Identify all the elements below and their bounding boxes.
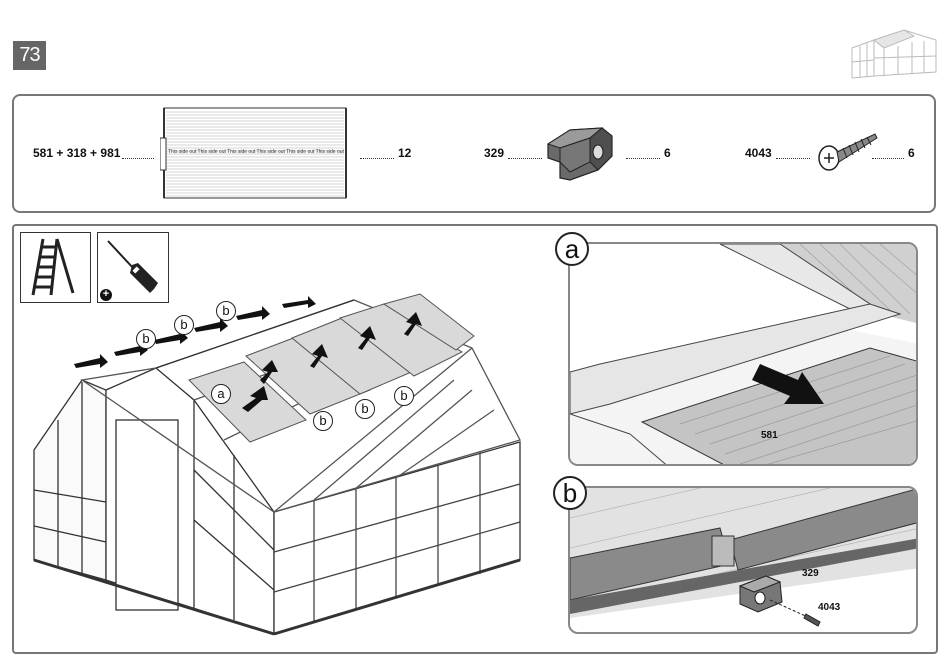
panel-text: This side out [198, 149, 226, 155]
detail-a-illustration [570, 244, 918, 466]
detail-b-panel: 329 4043 [568, 486, 918, 634]
panel-text: This side out [286, 149, 314, 155]
screw-image [815, 128, 885, 178]
leader-dots [872, 158, 904, 159]
panel-text: This side out [316, 149, 344, 155]
greenhouse-illustration [24, 290, 549, 640]
part-code: 329 [484, 146, 504, 160]
panel-text: This side out [227, 149, 255, 155]
parts-list-panel [12, 94, 936, 213]
callout-b: b [394, 386, 414, 406]
leader-dots [360, 158, 394, 159]
callout-a: a [211, 384, 231, 404]
part-quantity: 12 [398, 146, 411, 160]
detail-a-panel: 581 [568, 242, 918, 466]
part-quantity: 6 [908, 146, 915, 160]
leader-dots [626, 158, 660, 159]
connector-part-image [540, 122, 620, 188]
detail-b-connector-label: 329 [802, 568, 819, 579]
leader-dots [122, 158, 154, 159]
detail-a-marker: a [555, 232, 589, 266]
callout-b: b [313, 411, 333, 431]
panel-text: This side out [257, 149, 285, 155]
detail-b-marker: b [553, 476, 587, 510]
detail-b-illustration [570, 488, 918, 634]
leader-dots [776, 158, 810, 159]
detail-b-screw-label: 4043 [818, 602, 840, 613]
leader-dots [508, 158, 542, 159]
callout-b: b [136, 329, 156, 349]
callout-b: b [174, 315, 194, 335]
callout-b: b [216, 301, 236, 321]
greenhouse-thumbnail [848, 26, 940, 82]
part-code: 581 + 318 + 981 [33, 146, 120, 160]
detail-a-part-label: 581 [761, 430, 778, 441]
part-code: 4043 [745, 146, 772, 160]
callout-b: b [355, 399, 375, 419]
part-quantity: 6 [664, 146, 671, 160]
step-number: 73 [13, 41, 46, 70]
panel-text: This side out [168, 149, 196, 155]
